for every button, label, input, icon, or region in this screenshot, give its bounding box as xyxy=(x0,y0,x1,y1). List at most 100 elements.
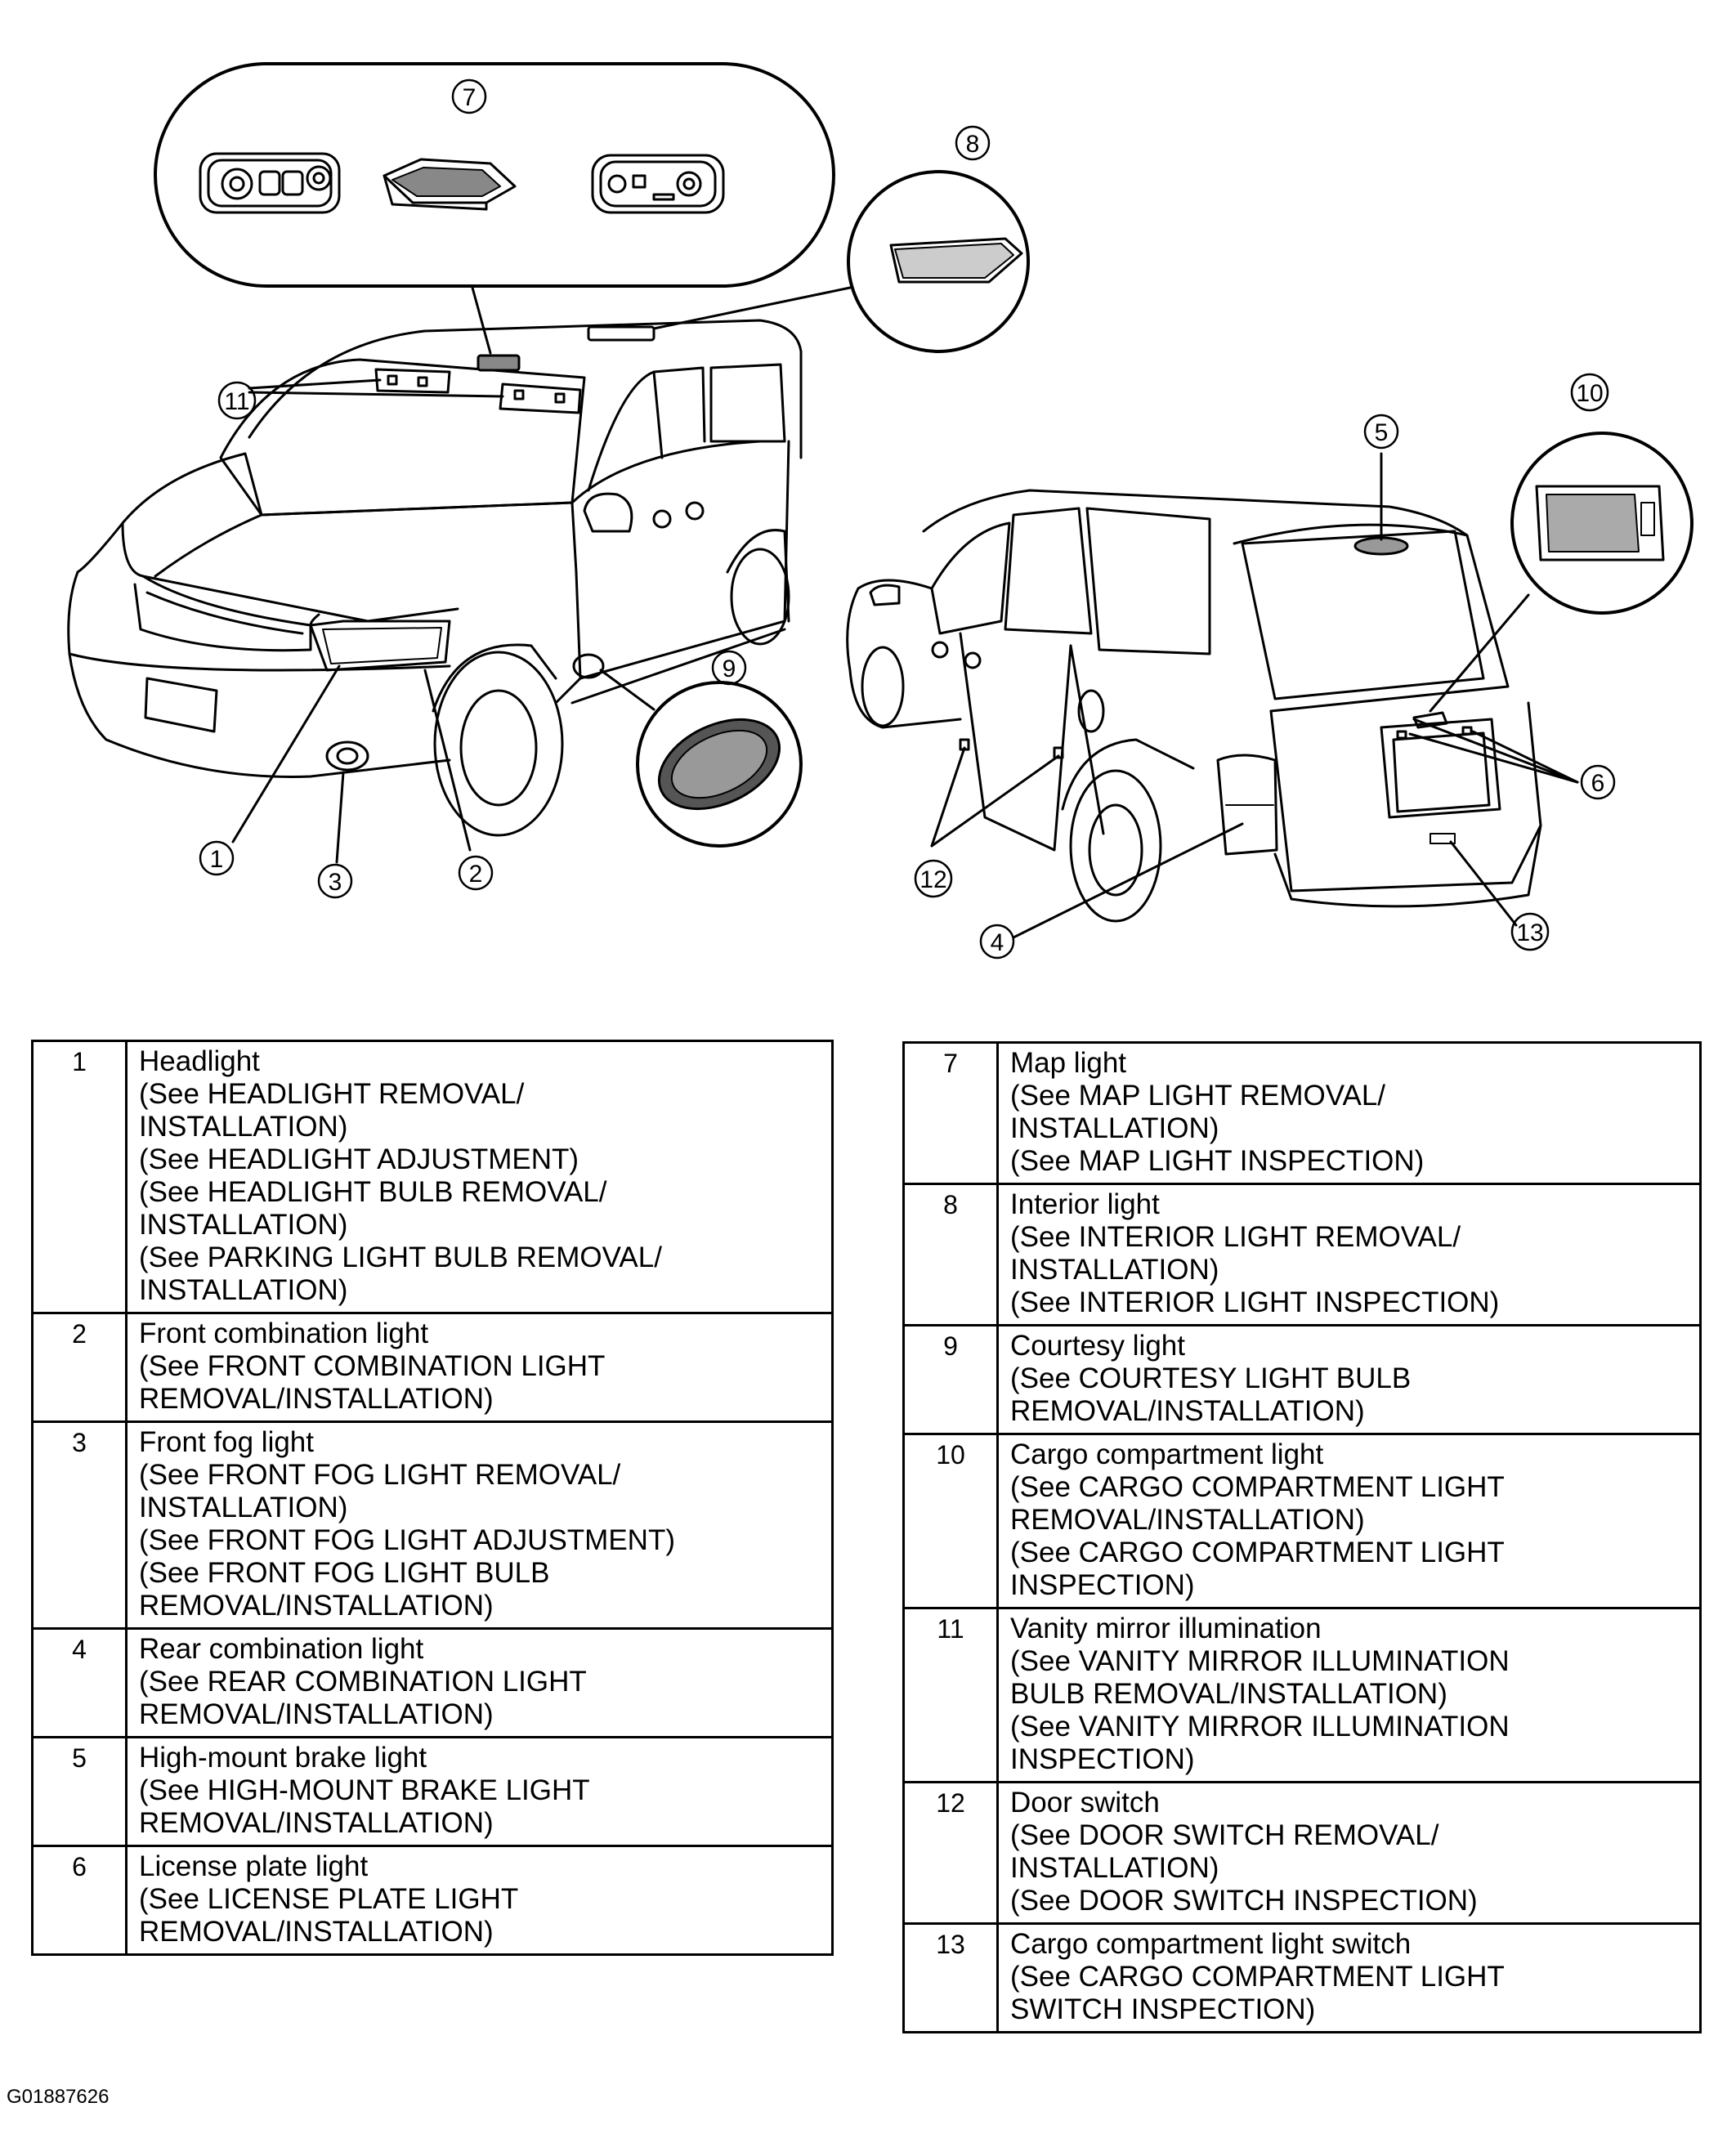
legend-number: 13 xyxy=(902,1922,999,2033)
svg-text:8: 8 xyxy=(966,131,980,158)
legend-reference: (See CARGO COMPARTMENT LIGHT REMOVAL/INS… xyxy=(1010,1471,1505,1536)
cargo-light-detail xyxy=(1429,432,1693,713)
legend-reference: (See LICENSE PLATE LIGHT REMOVAL/INSTALL… xyxy=(139,1883,519,1948)
legend-title: Vanity mirror illumination xyxy=(1010,1613,1322,1644)
legend-title: Rear combination light xyxy=(139,1633,424,1665)
legend-description: Front fog light(See FRONT FOG LIGHT REMO… xyxy=(125,1420,834,1630)
callout-8: 8 xyxy=(955,125,991,161)
legend-reference: (See DOOR SWITCH REMOVAL/ INSTALLATION) xyxy=(1010,1819,1439,1884)
callout-2: 2 xyxy=(458,855,494,891)
legend-title: Headlight xyxy=(139,1045,260,1077)
svg-text:12: 12 xyxy=(919,866,946,893)
legend-number: 2 xyxy=(31,1312,128,1423)
svg-text:5: 5 xyxy=(1375,419,1389,446)
legend-title: Door switch xyxy=(1010,1787,1160,1819)
callout-11: 11 xyxy=(217,381,257,420)
legend-reference: (See VANITY MIRROR ILLUMINATION INSPECTI… xyxy=(1010,1711,1510,1775)
svg-text:2: 2 xyxy=(469,861,483,888)
legend-description: Map light(See MAP LIGHT REMOVAL/ INSTALL… xyxy=(996,1041,1702,1185)
callout-13: 13 xyxy=(1510,912,1550,951)
legend-reference: (See COURTESY LIGHT BULB REMOVAL/INSTALL… xyxy=(1010,1362,1412,1427)
legend-number: 5 xyxy=(31,1736,128,1847)
legend-title: Courtesy light xyxy=(1010,1330,1185,1362)
svg-text:3: 3 xyxy=(329,869,342,896)
legend-description: Courtesy light(See COURTESY LIGHT BULB R… xyxy=(996,1324,1702,1435)
legend-number: 11 xyxy=(902,1607,999,1783)
callout-9: 9 xyxy=(711,650,747,686)
svg-text:9: 9 xyxy=(723,655,736,682)
legend-number: 9 xyxy=(902,1324,999,1435)
legend-number: 10 xyxy=(902,1433,999,1609)
legend-description: Door switch(See DOOR SWITCH REMOVAL/ INS… xyxy=(996,1781,1702,1925)
legend-reference: (See HIGH-MOUNT BRAKE LIGHT REMOVAL/INST… xyxy=(139,1774,590,1839)
legend-reference: (See HEADLIGHT REMOVAL/ INSTALLATION) xyxy=(139,1078,525,1143)
courtesy-light-detail xyxy=(599,669,803,848)
svg-text:7: 7 xyxy=(463,84,477,111)
callout-7: 7 xyxy=(451,78,487,114)
legend-reference: (See MAP LIGHT REMOVAL/ INSTALLATION) xyxy=(1010,1080,1386,1144)
svg-text:4: 4 xyxy=(991,929,1004,956)
callouts: 7 8 11 5 10 9 6 1 3 2 12 4 13 xyxy=(199,78,1616,960)
legend-reference: (See CARGO COMPARTMENT LIGHT INSPECTION) xyxy=(1010,1537,1505,1601)
legend-reference: (See INTERIOR LIGHT REMOVAL/ INSTALLATIO… xyxy=(1010,1221,1461,1286)
legend-reference: (See FRONT FOG LIGHT ADJUSTMENT) xyxy=(139,1524,675,1556)
svg-text:6: 6 xyxy=(1591,770,1605,797)
legend-number: 1 xyxy=(31,1040,128,1314)
vehicle-lighting-illustration: 7 8 11 5 10 9 6 1 3 2 12 4 13 xyxy=(67,62,1693,960)
legend-description: Rear combination light(See REAR COMBINAT… xyxy=(125,1627,834,1738)
legend-description: Vanity mirror illumination(See VANITY MI… xyxy=(996,1607,1702,1783)
legend-reference: (See HEADLIGHT BULB REMOVAL/ INSTALLATIO… xyxy=(139,1176,607,1241)
callout-10: 10 xyxy=(1570,373,1609,412)
legend-reference: (See HEADLIGHT ADJUSTMENT) xyxy=(139,1143,579,1175)
svg-text:13: 13 xyxy=(1516,919,1543,946)
svg-text:1: 1 xyxy=(210,846,224,873)
legend-description: License plate light(See LICENSE PLATE LI… xyxy=(125,1845,834,1956)
legend-number: 7 xyxy=(902,1041,999,1185)
legend-description: Cargo compartment light(See CARGO COMPAR… xyxy=(996,1433,1702,1609)
legend-description: Headlight(See HEADLIGHT REMOVAL/ INSTALL… xyxy=(125,1040,834,1314)
legend-description: Front combination light(See FRONT COMBIN… xyxy=(125,1312,834,1423)
legend-title: Front combination light xyxy=(139,1318,429,1349)
callout-5: 5 xyxy=(1363,414,1399,450)
legend-reference: (See REAR COMBINATION LIGHT REMOVAL/INST… xyxy=(139,1666,587,1730)
legend-title: High-mount brake light xyxy=(139,1742,427,1774)
legend-description: Cargo compartment light switch(See CARGO… xyxy=(996,1922,1702,2033)
svg-text:11: 11 xyxy=(224,388,249,415)
callout-3: 3 xyxy=(317,863,353,899)
legend-reference: (See INTERIOR LIGHT INSPECTION) xyxy=(1010,1286,1500,1318)
legend-row: 5 High-mount brake light(See HIGH-MOUNT B… xyxy=(31,1736,834,1847)
legend-reference: (See FRONT COMBINATION LIGHT REMOVAL/INS… xyxy=(139,1350,606,1415)
interior-light-detail xyxy=(652,170,1030,353)
legend-number: 6 xyxy=(31,1845,128,1956)
rear-van-drawing xyxy=(846,489,1542,923)
legend-reference: (See PARKING LIGHT BULB REMOVAL/ INSTALL… xyxy=(139,1241,662,1306)
legend-reference: (See CARGO COMPARTMENT LIGHT SWITCH INSP… xyxy=(1010,1961,1505,2025)
legend-reference: (See VANITY MIRROR ILLUMINATION BULB REM… xyxy=(1010,1645,1510,1710)
callout-12: 12 xyxy=(914,859,953,898)
legend-title: Interior light xyxy=(1010,1188,1160,1220)
legend-reference: (See FRONT FOG LIGHT BULB REMOVAL/INSTAL… xyxy=(139,1557,550,1622)
leader-lines xyxy=(231,378,1579,939)
callout-4: 4 xyxy=(979,924,1015,960)
legend-number: 12 xyxy=(902,1781,999,1925)
legend-title: Cargo compartment light switch xyxy=(1010,1928,1412,1960)
legend-reference: (See DOOR SWITCH INSPECTION) xyxy=(1010,1885,1478,1917)
figure-code: G01887626 xyxy=(7,2086,110,2108)
svg-text:10: 10 xyxy=(1576,380,1603,407)
legend-number: 3 xyxy=(31,1420,128,1630)
front-van-drawing xyxy=(67,319,803,837)
map-light-detail xyxy=(154,62,835,355)
legend-number: 4 xyxy=(31,1627,128,1738)
